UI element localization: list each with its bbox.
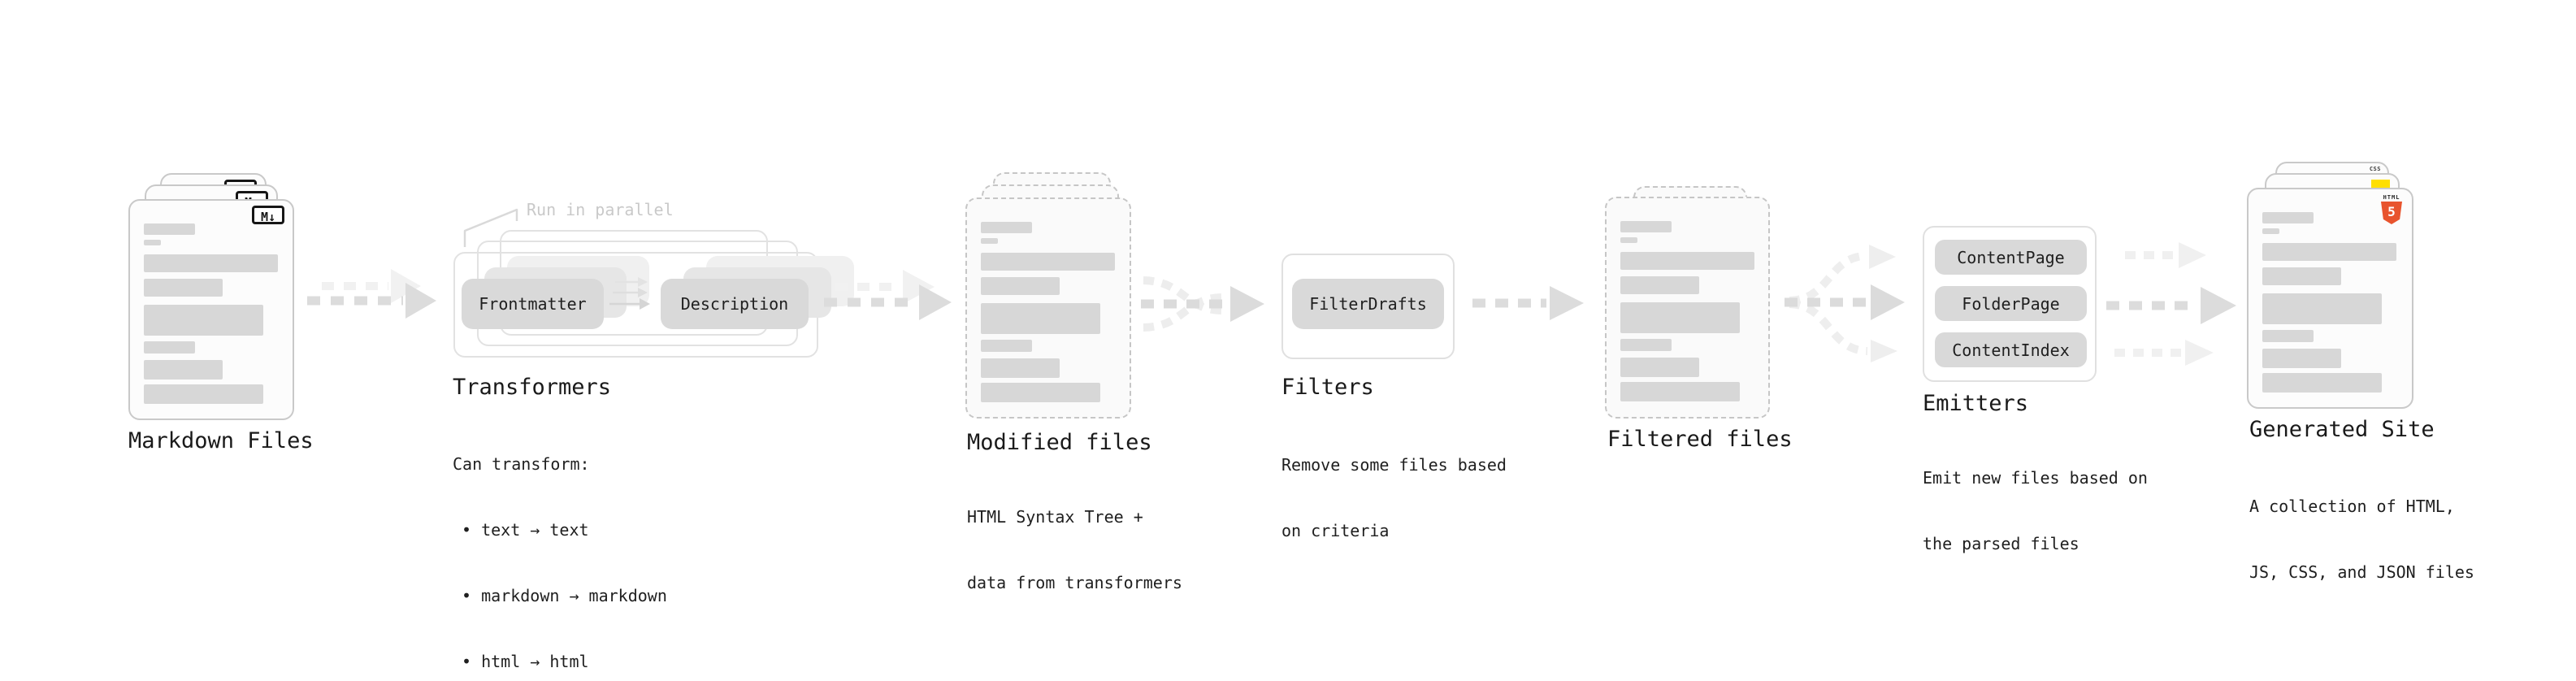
doc-text-bar: [2262, 243, 2396, 261]
doc-text-bar: [1620, 252, 1754, 270]
generated-file-html: HTML 5: [2247, 188, 2413, 409]
doc-text-bar: [144, 279, 223, 297]
doc-content: [2262, 212, 2396, 393]
doc-text-bar: [144, 360, 223, 380]
doc-text-bar: [2262, 330, 2314, 342]
doc-text-bar: [981, 340, 1032, 352]
html5-icon: HTML 5: [2381, 194, 2402, 224]
doc-text-bar: [2262, 293, 2382, 324]
filters-title: Filters: [1281, 375, 1374, 400]
filtered-file-front: [1605, 197, 1770, 419]
transformers-desc-intro: Can transform:: [453, 454, 590, 474]
js-icon: [2371, 180, 2390, 189]
doc-text-bar: [2262, 212, 2314, 223]
doc-text-bar: [144, 240, 161, 245]
doc-text-bar: [2262, 267, 2341, 285]
emitters-description: Emit new files based on the parsed files: [1923, 423, 2148, 599]
doc-content: [1620, 221, 1754, 401]
modified-files-title: Modified files: [967, 430, 1152, 455]
emitters-frame: [1923, 226, 2097, 382]
modified-file-front: [965, 197, 1131, 419]
markdown-files-title: Markdown Files: [128, 428, 314, 453]
doc-text-bar: [1620, 382, 1740, 401]
arrow-markdown-to-transformers: [307, 269, 436, 319]
filters-frame: [1281, 254, 1455, 359]
doc-text-bar: [981, 383, 1100, 402]
filters-desc-line: Remove some files based: [1281, 455, 1507, 475]
html5-icon-label: HTML: [2383, 194, 2400, 201]
doc-content: [981, 222, 1115, 402]
modified-desc-line: HTML Syntax Tree +: [967, 507, 1143, 527]
transformers-bullet: • text → text: [462, 520, 589, 540]
doc-text-bar: [2262, 373, 2382, 393]
markdown-icon: M↓: [252, 206, 284, 224]
transformers-bullet: • markdown → markdown: [462, 586, 667, 605]
doc-text-bar: [2262, 349, 2341, 368]
filters-desc-line: on criteria: [1281, 521, 1390, 540]
modified-files-description: HTML Syntax Tree + data from transformer…: [967, 462, 1182, 638]
doc-text-bar: [1620, 302, 1740, 333]
filtered-files-title: Filtered files: [1607, 427, 1793, 452]
arrow-filters-to-filtered: [1472, 286, 1584, 320]
doc-text-bar: [981, 303, 1100, 334]
doc-text-bar: [144, 305, 263, 336]
transformers-bullet: • html → html: [462, 652, 589, 671]
description-pill: Description: [661, 279, 809, 329]
contentindex-pill: ContentIndex: [1935, 332, 2087, 367]
doc-text-bar: [144, 384, 263, 404]
doc-text-bar: [1620, 339, 1672, 351]
arrow-emitters-to-generated: [2106, 242, 2236, 366]
transformers-description: Can transform: • text → text • markdown …: [453, 410, 667, 681]
generated-desc-line: A collection of HTML,: [2249, 497, 2455, 516]
modified-desc-line: data from transformers: [967, 573, 1182, 592]
arrow-filtered-to-emitters: [1785, 245, 1905, 362]
doc-text-bar: [144, 254, 278, 272]
doc-text-bar: [981, 222, 1032, 233]
doc-content: [144, 223, 278, 404]
emitters-desc-line: Emit new files based on: [1923, 468, 2148, 488]
doc-text-bar: [144, 223, 195, 235]
arrow-modified-to-filters: [1141, 276, 1264, 332]
doc-text-bar: [1620, 358, 1699, 377]
emitters-desc-line: the parsed files: [1923, 534, 2079, 553]
doc-text-bar: [981, 238, 998, 244]
contentpage-pill: ContentPage: [1935, 240, 2087, 275]
folderpage-pill: FolderPage: [1935, 286, 2087, 321]
emitters-title: Emitters: [1923, 391, 2029, 416]
doc-text-bar: [1620, 276, 1699, 294]
frontmatter-pill: Frontmatter: [462, 279, 604, 329]
doc-text-bar: [2262, 228, 2279, 234]
run-in-parallel-annotation: Run in parallel: [527, 200, 674, 219]
generated-site-title: Generated Site: [2249, 417, 2435, 442]
doc-text-bar: [981, 253, 1115, 271]
transformers-title: Transformers: [453, 375, 612, 400]
doc-text-bar: [144, 341, 195, 354]
filters-description: Remove some files based on criteria: [1281, 410, 1507, 586]
markdown-file-front: M↓: [128, 199, 294, 420]
doc-text-bar: [981, 358, 1060, 378]
generated-desc-line: JS, CSS, and JSON files: [2249, 562, 2474, 582]
filterdrafts-pill: FilterDrafts: [1292, 279, 1444, 329]
doc-text-bar: [1620, 237, 1637, 243]
generated-site-description: A collection of HTML, JS, CSS, and JSON …: [2249, 452, 2474, 627]
doc-text-bar: [1620, 221, 1672, 232]
doc-text-bar: [981, 277, 1060, 295]
